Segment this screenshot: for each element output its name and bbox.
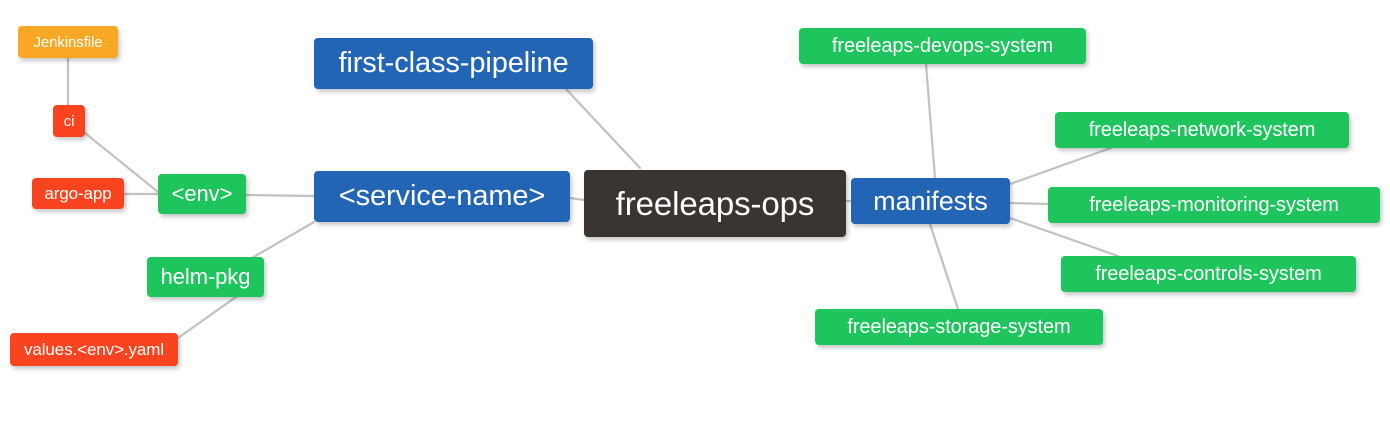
node-freeleaps-monitoring-system[interactable]: freeleaps-monitoring-system <box>1048 187 1380 223</box>
edge-manifests-controls <box>1008 216 1120 258</box>
node-freeleaps-storage-system[interactable]: freeleaps-storage-system <box>815 309 1103 345</box>
edge-manifests-monitoring <box>1008 201 1050 206</box>
edge-manifests-devops <box>924 62 937 180</box>
node-values-yaml[interactable]: values.<env>.yaml <box>10 333 178 366</box>
node-freeleaps-controls-system[interactable]: freeleaps-controls-system <box>1061 256 1356 292</box>
node-argo-app[interactable]: argo-app <box>32 178 124 209</box>
node-manifests[interactable]: manifests <box>851 178 1010 224</box>
edge-env-servicename <box>244 193 316 198</box>
node-helm-pkg[interactable]: helm-pkg <box>147 257 264 297</box>
node-freeleaps-ops[interactable]: freeleaps-ops <box>584 170 846 237</box>
edge-ci-env <box>83 131 160 194</box>
edge-helmpkg-servicename <box>250 220 316 260</box>
edge-manifests-network <box>1008 146 1113 186</box>
edge-manifests-storage <box>928 222 960 311</box>
node-freeleaps-devops-system[interactable]: freeleaps-devops-system <box>799 28 1086 64</box>
node-env[interactable]: <env> <box>158 174 246 214</box>
node-service-name[interactable]: <service-name> <box>314 171 570 222</box>
edge-pipeline-root <box>564 87 642 170</box>
node-first-class-pipeline[interactable]: first-class-pipeline <box>314 38 593 89</box>
edge-values-helmpkg <box>176 290 245 340</box>
edge-servicename-root <box>568 196 586 202</box>
node-jenkinsfile[interactable]: Jenkinsfile <box>18 26 118 58</box>
node-ci[interactable]: ci <box>53 105 85 137</box>
node-freeleaps-network-system[interactable]: freeleaps-network-system <box>1055 112 1349 148</box>
